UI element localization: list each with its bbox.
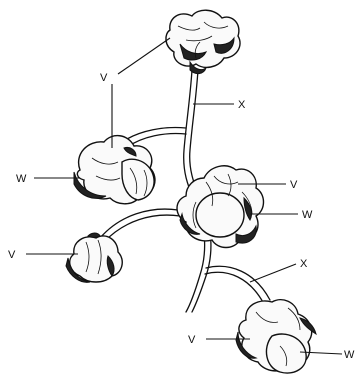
branch-lower-right	[206, 266, 270, 300]
flower-left-lower	[66, 233, 122, 282]
flower-top	[166, 10, 240, 73]
label-x-upper: X	[238, 99, 246, 111]
label-v-left-lower: V	[8, 249, 16, 261]
leader-v-top	[118, 38, 170, 74]
label-x-lower: X	[300, 258, 308, 270]
label-w-bottom: W	[344, 349, 355, 361]
label-w-mid-right: W	[302, 209, 313, 221]
label-v-mid-right: V	[290, 179, 298, 191]
flower-left-upper	[74, 136, 155, 204]
flower-middle-right	[177, 166, 264, 248]
branch-lower-left	[100, 209, 178, 238]
branch-lower-right-inner	[205, 272, 264, 304]
flower-bottom-right	[236, 300, 316, 373]
label-w-left: W	[16, 173, 27, 185]
leader-x-lower	[250, 264, 296, 282]
branch-upper-left	[122, 128, 186, 142]
label-v-top: V	[100, 72, 108, 84]
branch-lower-left-inner	[104, 215, 180, 242]
label-v-bottom: V	[188, 334, 196, 346]
